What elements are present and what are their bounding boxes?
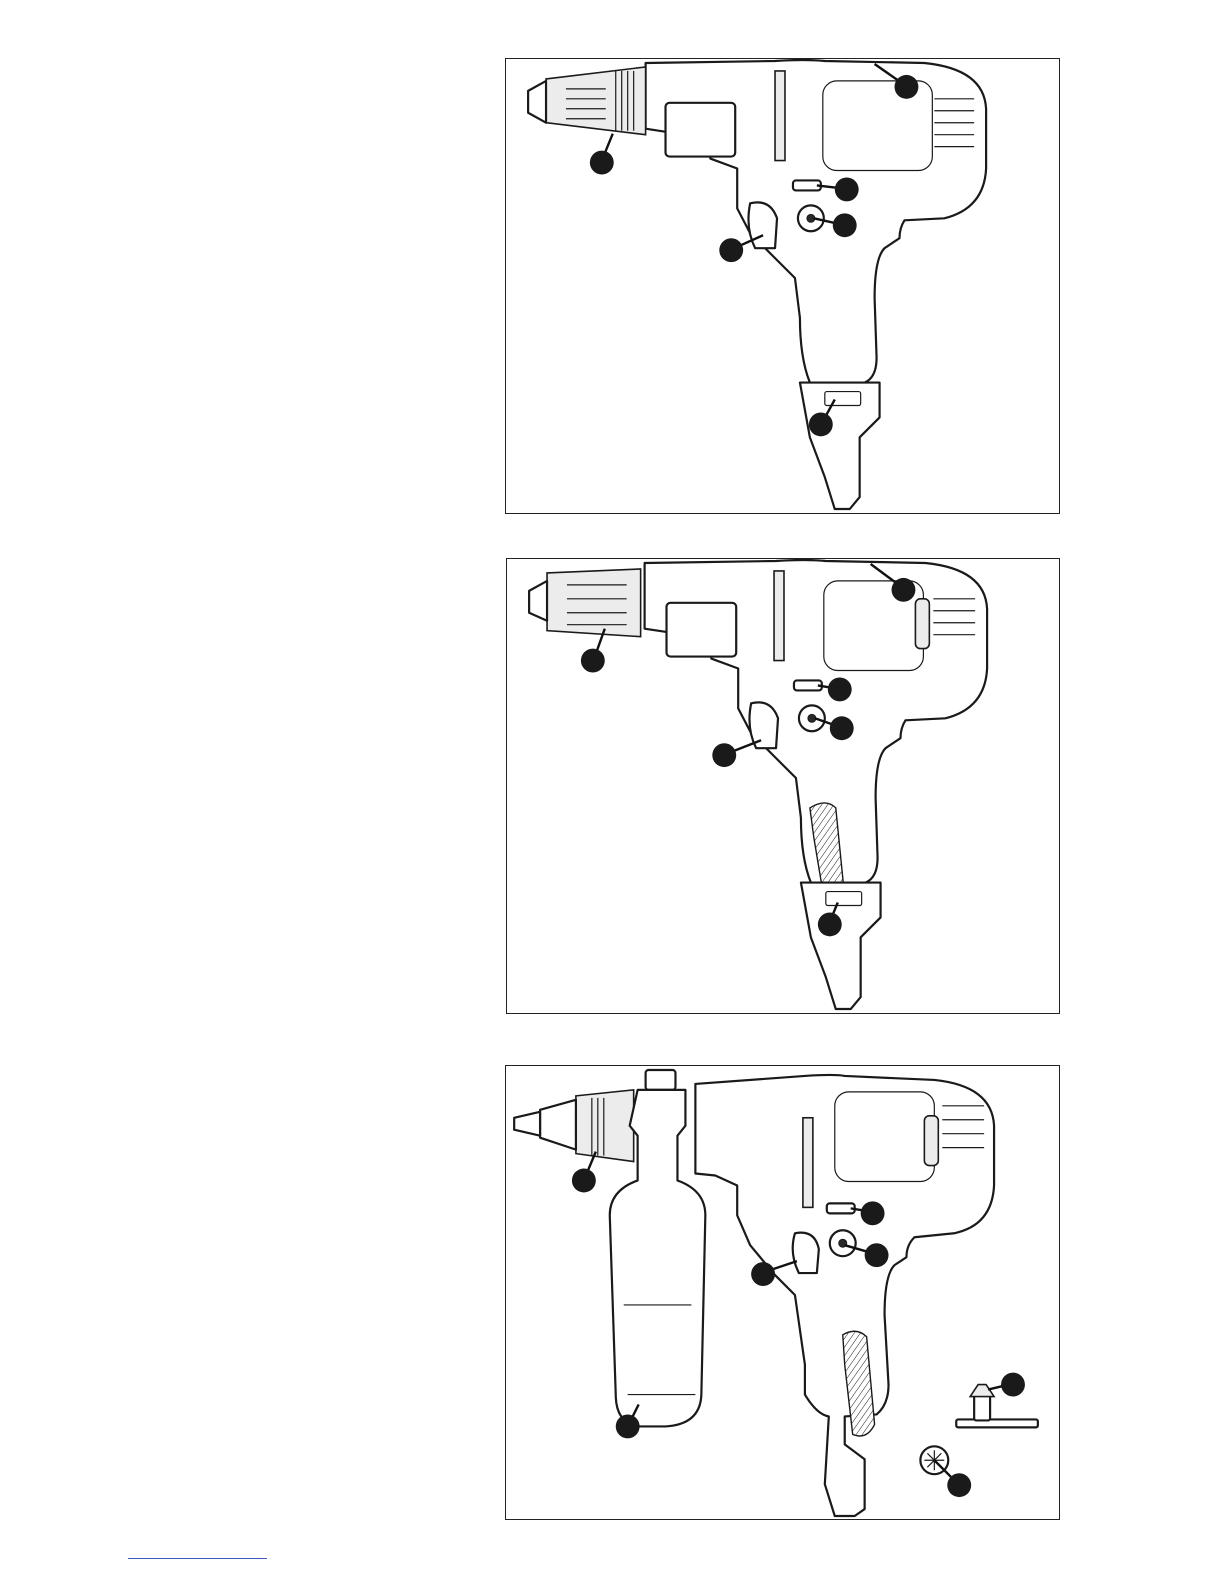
figure-1-panel — [505, 58, 1060, 514]
figure-2-panel — [506, 558, 1060, 1014]
figure-3-panel — [505, 1065, 1060, 1520]
chuck-key-illustration — [956, 1385, 1038, 1428]
footer-link-underline — [128, 1558, 267, 1559]
drill-illustration-3 — [506, 1066, 1059, 1519]
drill-illustration-2 — [507, 559, 1059, 1013]
drill-illustration-1 — [506, 59, 1059, 513]
